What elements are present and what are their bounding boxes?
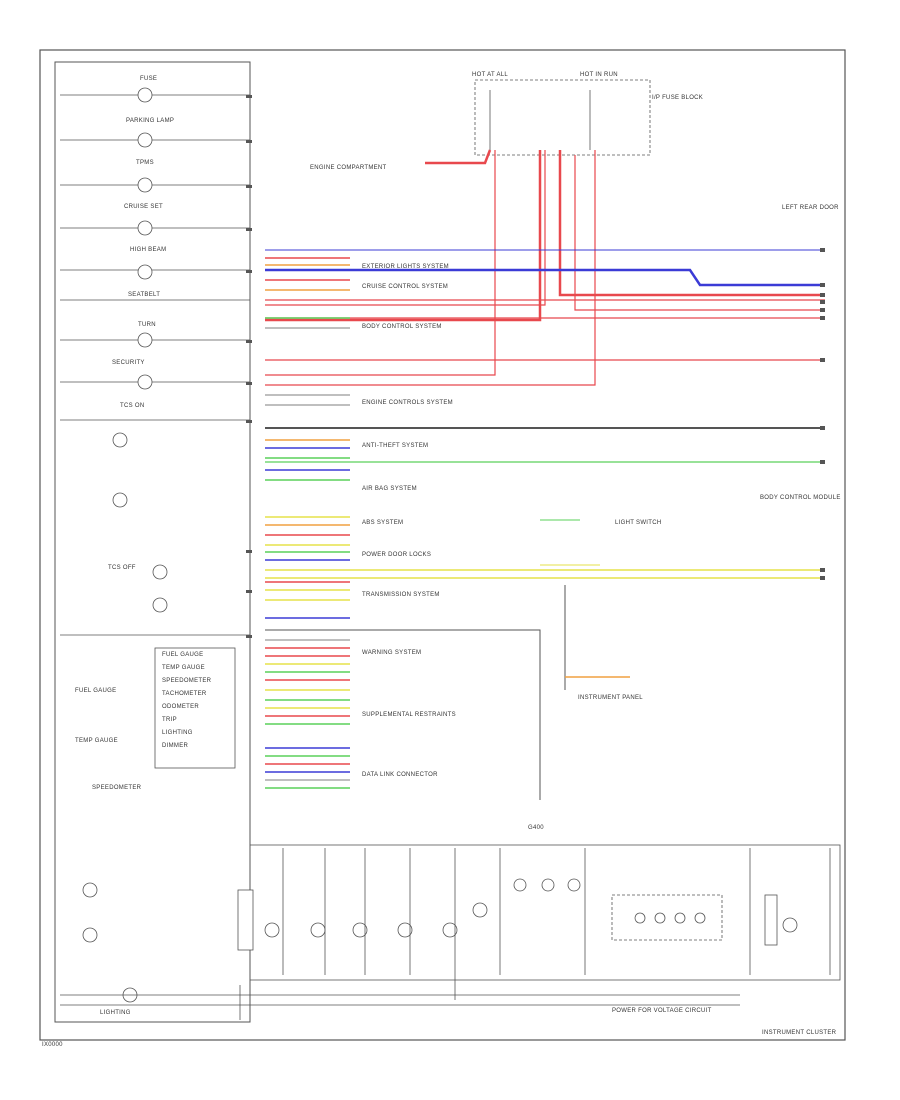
cluster-label: LIGHTING: [162, 730, 193, 736]
module-label: EXTERIOR LIGHTS SYSTEM: [362, 264, 449, 270]
cluster-label: TACHOMETER: [162, 691, 207, 697]
ground-note: POWER FOR VOLTAGE CIRCUIT: [612, 1008, 712, 1014]
indicator-label: FUSE: [140, 76, 158, 82]
fuse-label-left: HOT AT ALL: [472, 72, 509, 78]
indicator-rows: [60, 94, 250, 636]
cluster-label: TRIP: [162, 717, 177, 723]
module-label: POWER DOOR LOCKS: [362, 552, 432, 558]
lower-component-box: [249, 844, 841, 981]
right-label: LEFT REAR DOOR: [782, 205, 839, 211]
indicator-label: PARKING LAMP: [126, 118, 175, 124]
bulb-icons: [82, 87, 168, 1003]
cluster-label: TEMP GAUGE: [162, 665, 205, 671]
cluster-label: SPEEDOMETER: [162, 678, 212, 684]
footer-title: INSTRUMENT CLUSTER: [762, 1030, 837, 1036]
module-label: TRANSMISSION SYSTEM: [362, 592, 440, 598]
stub-wires: [265, 257, 350, 789]
indicator-label: TPMS: [136, 160, 154, 166]
page-code: IX0000: [42, 1042, 63, 1048]
module-label: CRUISE CONTROL SYSTEM: [362, 284, 449, 290]
diagram-frame: [39, 49, 846, 1041]
lower-verticals: [239, 848, 831, 1020]
lower-components: [237, 878, 798, 951]
indicator-label: TCS ON: [120, 403, 145, 409]
cluster-label: FUEL GAUGE: [162, 652, 204, 658]
fuse-label-right: HOT IN RUN: [580, 72, 618, 78]
indicator-label: SECURITY: [112, 360, 145, 366]
cluster-label: DIMMER: [162, 743, 189, 749]
module-label: ANTI-THEFT SYSTEM: [362, 443, 429, 449]
indicator-label: TCS OFF: [108, 565, 136, 571]
module-label: AIR BAG SYSTEM: [362, 486, 417, 492]
module-label: ENGINE CONTROLS SYSTEM: [362, 400, 453, 406]
gauge-label: LIGHTING: [100, 1010, 131, 1016]
module-label: BODY CONTROL SYSTEM: [362, 324, 442, 330]
indicator-label: CRUISE SET: [124, 204, 164, 210]
indicator-label: HIGH BEAM: [130, 247, 167, 253]
right-label: BODY CONTROL MODULE: [760, 495, 841, 501]
cluster-label: ODOMETER: [162, 704, 200, 710]
fuse-desc-left: ENGINE COMPARTMENT: [310, 165, 387, 171]
module-label: DATA LINK CONNECTOR: [362, 772, 438, 778]
indicator-label: SEATBELT: [128, 292, 161, 298]
connector-pins: [246, 95, 252, 638]
right-label: INSTRUMENT PANEL: [578, 695, 643, 701]
module-label: ABS SYSTEM: [362, 520, 404, 526]
right-connector-pins: [820, 248, 825, 580]
gauge-label: SPEEDOMETER: [92, 785, 142, 791]
long-wires: [265, 427, 825, 800]
fuse-block: [474, 79, 651, 156]
ground-ref: G400: [528, 825, 544, 831]
blue-wires: [265, 249, 825, 749]
gauge-label: FUEL GAUGE: [75, 688, 117, 694]
right-label: LIGHT SWITCH: [615, 520, 662, 526]
module-label: SUPPLEMENTAL RESTRAINTS: [362, 712, 456, 718]
gauge-module: [154, 647, 236, 769]
fuse-desc-right: I/P FUSE BLOCK: [652, 95, 704, 101]
red-power-wires: [265, 149, 825, 386]
indicator-label: TURN: [138, 322, 156, 328]
gauge-label: TEMP GAUGE: [75, 738, 118, 744]
module-label: WARNING SYSTEM: [362, 650, 422, 656]
